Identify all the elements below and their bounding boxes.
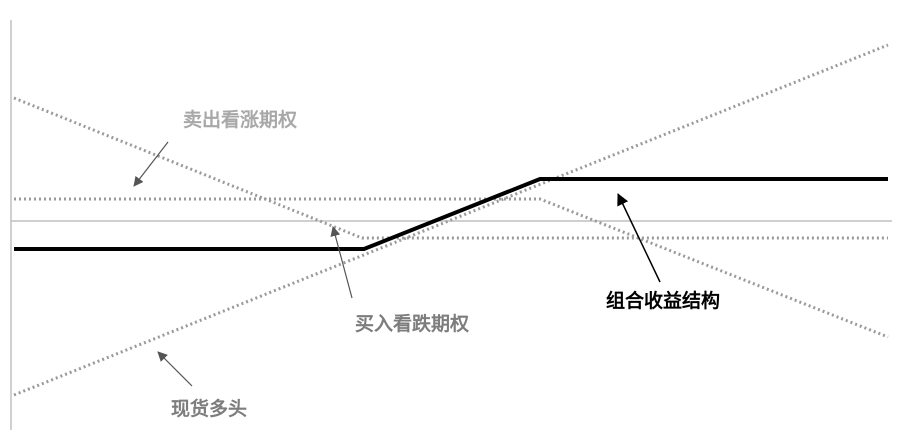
combined-payoff-line [14,177,888,251]
long-spot-arrow [157,351,193,387]
sell-call-label: 卖出看涨期权 [183,108,297,131]
buy-put-label: 买入看跌期权 [355,312,469,335]
combined-payoff-arrow [617,193,661,283]
long-spot-label: 现货多头 [171,397,247,420]
long-spot-line [13,43,889,397]
sell-call-arrow [133,141,169,187]
buy-put-arrow [330,226,353,299]
combined-payoff-label: 组合收益结构 [606,289,720,312]
sell-call-line [14,197,889,339]
buy-put-line [13,96,888,240]
